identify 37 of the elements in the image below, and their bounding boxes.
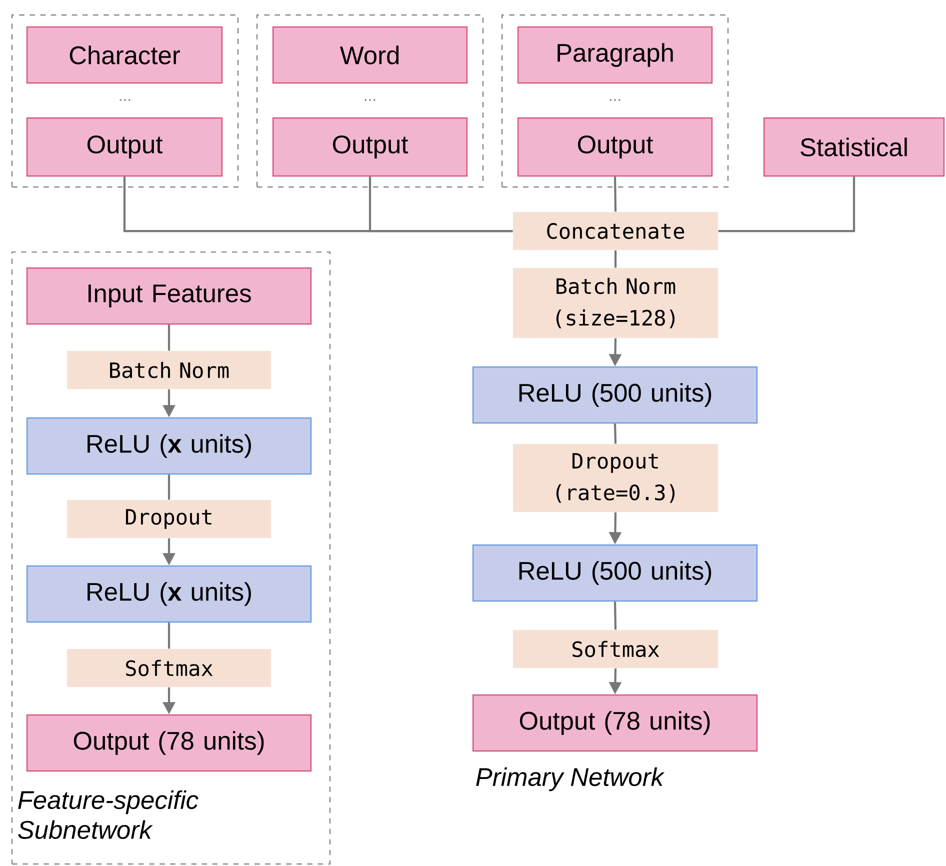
ellipsis: ... xyxy=(610,99,620,101)
process-box: Input Features xyxy=(26,267,312,325)
layer-box: ReLU (x units) xyxy=(26,565,312,623)
process-box: Statistical xyxy=(763,117,945,177)
layer-box: ReLU (500 units) xyxy=(472,544,758,602)
group-box xyxy=(256,14,484,188)
group-box xyxy=(11,14,239,188)
operation-box: Batch Norm (size=128) xyxy=(513,268,718,338)
connector xyxy=(614,602,617,630)
operation-box: Softmax xyxy=(67,649,271,687)
ellipsis: ... xyxy=(364,99,376,101)
node-label: Primary Network xyxy=(476,767,665,792)
operation-box: Dropout (rate=0.3) xyxy=(513,444,718,512)
layer-box: ReLU (500 units) xyxy=(472,366,758,424)
operation-box: Concatenate xyxy=(513,212,718,250)
process-box: Output (78 units) xyxy=(472,694,758,752)
connector xyxy=(168,474,170,500)
process-box: Output xyxy=(517,117,713,177)
ellipsis: ... xyxy=(120,99,130,101)
connector xyxy=(614,176,617,212)
process-box: Character xyxy=(26,26,223,84)
connector xyxy=(368,176,513,232)
operation-box: Softmax xyxy=(513,630,718,668)
connector xyxy=(614,250,617,268)
process-box: Output xyxy=(272,117,468,177)
group-box xyxy=(501,14,729,188)
connector xyxy=(168,324,170,351)
process-box: Paragraph xyxy=(517,26,713,84)
connector xyxy=(168,622,170,649)
process-box: Output xyxy=(26,117,223,177)
connector xyxy=(614,424,617,444)
operation-box: Batch Norm xyxy=(67,351,271,389)
operation-box: Dropout xyxy=(67,500,271,538)
process-box: Output (78 units) xyxy=(26,714,312,772)
process-box: Word xyxy=(272,26,468,84)
layer-box: ReLU (x units) xyxy=(26,417,312,475)
connector xyxy=(718,176,856,232)
